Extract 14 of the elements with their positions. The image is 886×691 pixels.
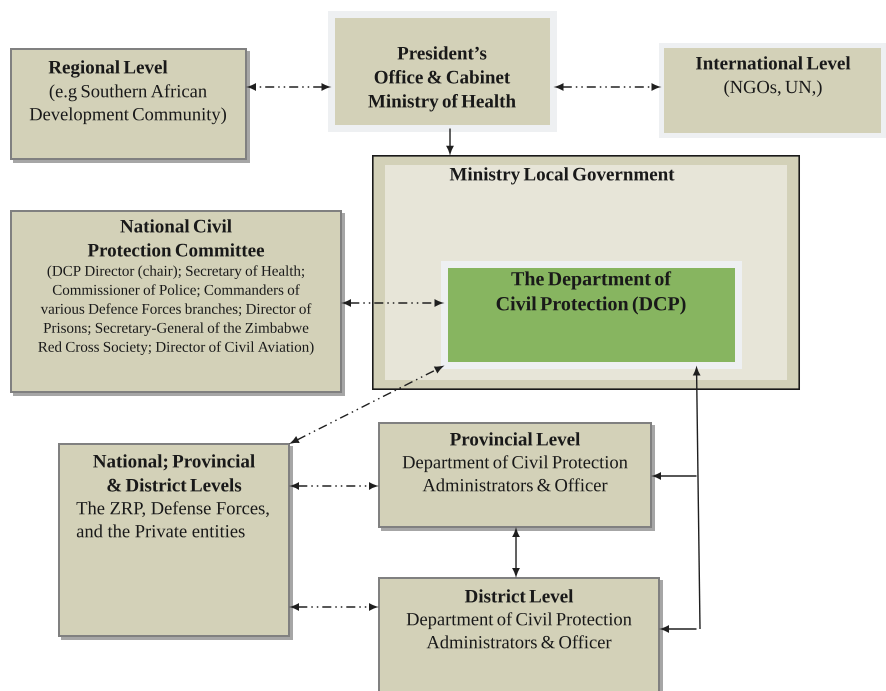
box-heading: Ministry Local Government (450, 167, 674, 184)
arrow (343, 300, 442, 306)
arrow (661, 626, 696, 632)
arrow (693, 368, 701, 630)
arrow (653, 472, 696, 480)
arrow (512, 529, 520, 576)
box-heading: President’s Office & Cabinet Ministry of Health (368, 46, 516, 112)
arrow (291, 482, 377, 490)
arrow (290, 366, 443, 444)
arrow (291, 604, 377, 610)
arrow (248, 84, 330, 90)
arrow (446, 128, 454, 154)
box-heading: The Department of Civil Protection (DCP) (496, 271, 686, 315)
arrow (556, 84, 660, 90)
